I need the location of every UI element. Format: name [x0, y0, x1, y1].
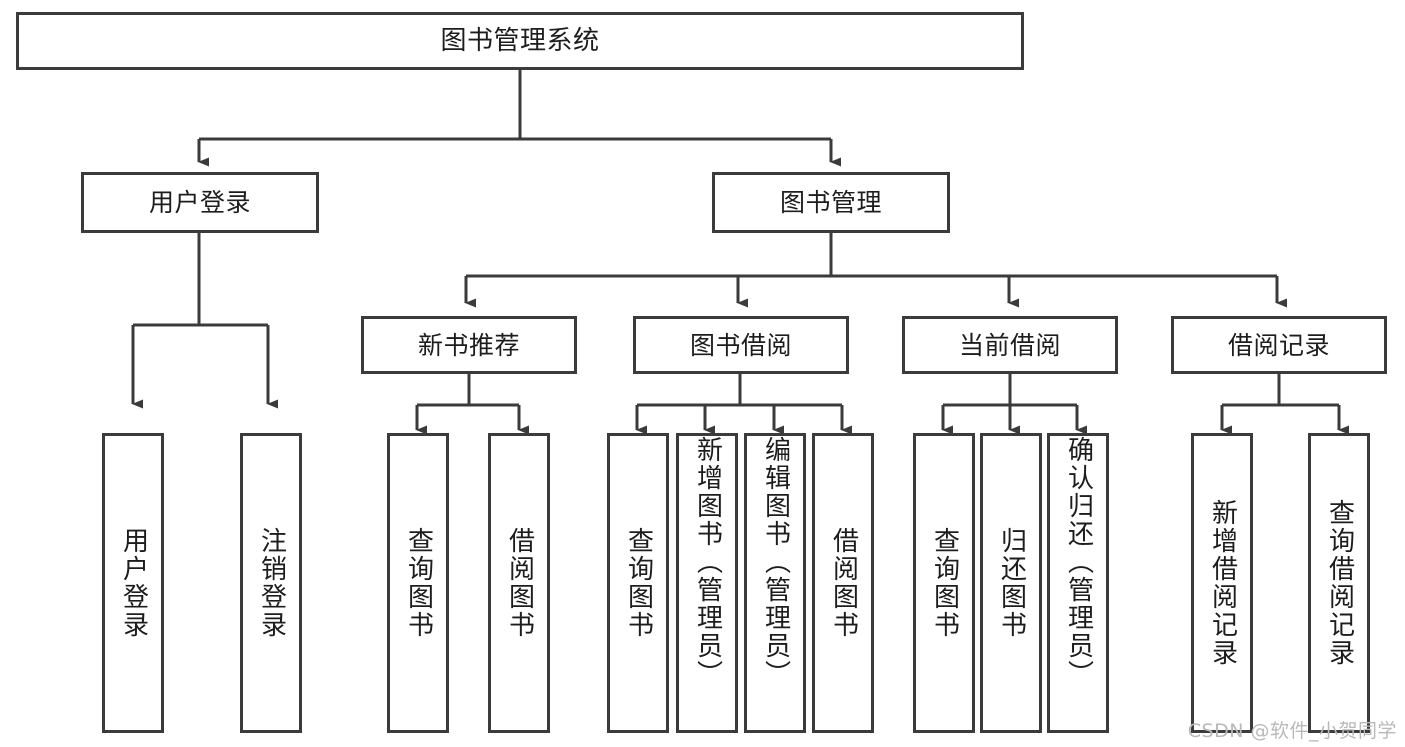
node-label: 新书推荐: [417, 330, 520, 360]
leaf-borrow-query-book[interactable]: 查询图书: [607, 433, 669, 733]
leaf-current-return-book[interactable]: 归还图书: [980, 433, 1042, 733]
leaf-current-confirm-return-admin[interactable]: 确认归还（管理员）: [1047, 433, 1109, 733]
node-label: 用户登录: [148, 188, 251, 217]
node-label: 用户登录: [118, 527, 149, 639]
leaf-user-logout[interactable]: 注销登录: [240, 433, 302, 733]
node-label: 查询图书: [623, 527, 654, 639]
node-root-system[interactable]: 图书管理系统: [16, 12, 1024, 70]
node-label: 归还图书: [996, 527, 1027, 639]
leaf-user-login[interactable]: 用户登录: [102, 433, 164, 733]
leaf-borrow-edit-book-admin[interactable]: 编辑图书（管理员）: [744, 433, 806, 733]
node-current-borrow[interactable]: 当前借阅: [902, 316, 1118, 374]
node-label: 新增图书（管理员）: [692, 436, 723, 688]
node-label: 编辑图书（管理员）: [760, 436, 791, 688]
node-new-book-recommend[interactable]: 新书推荐: [361, 316, 577, 374]
node-book-management[interactable]: 图书管理: [712, 172, 950, 233]
leaf-current-query-book[interactable]: 查询图书: [913, 433, 975, 733]
leaf-recommend-borrow-book[interactable]: 借阅图书: [488, 433, 550, 733]
node-user-login[interactable]: 用户登录: [81, 172, 319, 233]
csdn-watermark: CSDN @软件_小贺同学: [1187, 720, 1397, 742]
node-label: 查询借阅记录: [1324, 499, 1355, 667]
leaf-borrow-add-book-admin[interactable]: 新增图书（管理员）: [676, 433, 738, 733]
node-label: 注销登录: [256, 527, 287, 639]
leaf-record-add-record[interactable]: 新增借阅记录: [1191, 433, 1253, 733]
node-label: 借阅图书: [504, 527, 535, 639]
node-label: 借阅记录: [1227, 330, 1330, 360]
node-borrow-record[interactable]: 借阅记录: [1171, 316, 1387, 374]
node-label: 查询图书: [403, 527, 434, 639]
node-label: 新增借阅记录: [1207, 499, 1238, 667]
node-book-borrow[interactable]: 图书借阅: [633, 316, 849, 374]
node-label: 确认归还（管理员）: [1063, 436, 1094, 688]
node-label: 当前借阅: [958, 330, 1061, 360]
node-label: 图书管理: [779, 188, 882, 217]
leaf-recommend-query-book[interactable]: 查询图书: [387, 433, 449, 733]
node-label: 图书管理系统: [440, 26, 600, 56]
leaf-record-query-record[interactable]: 查询借阅记录: [1308, 433, 1370, 733]
node-label: 借阅图书: [828, 527, 859, 639]
leaf-borrow-borrow-book[interactable]: 借阅图书: [812, 433, 874, 733]
node-label: 图书借阅: [689, 330, 792, 360]
node-label: 查询图书: [929, 527, 960, 639]
